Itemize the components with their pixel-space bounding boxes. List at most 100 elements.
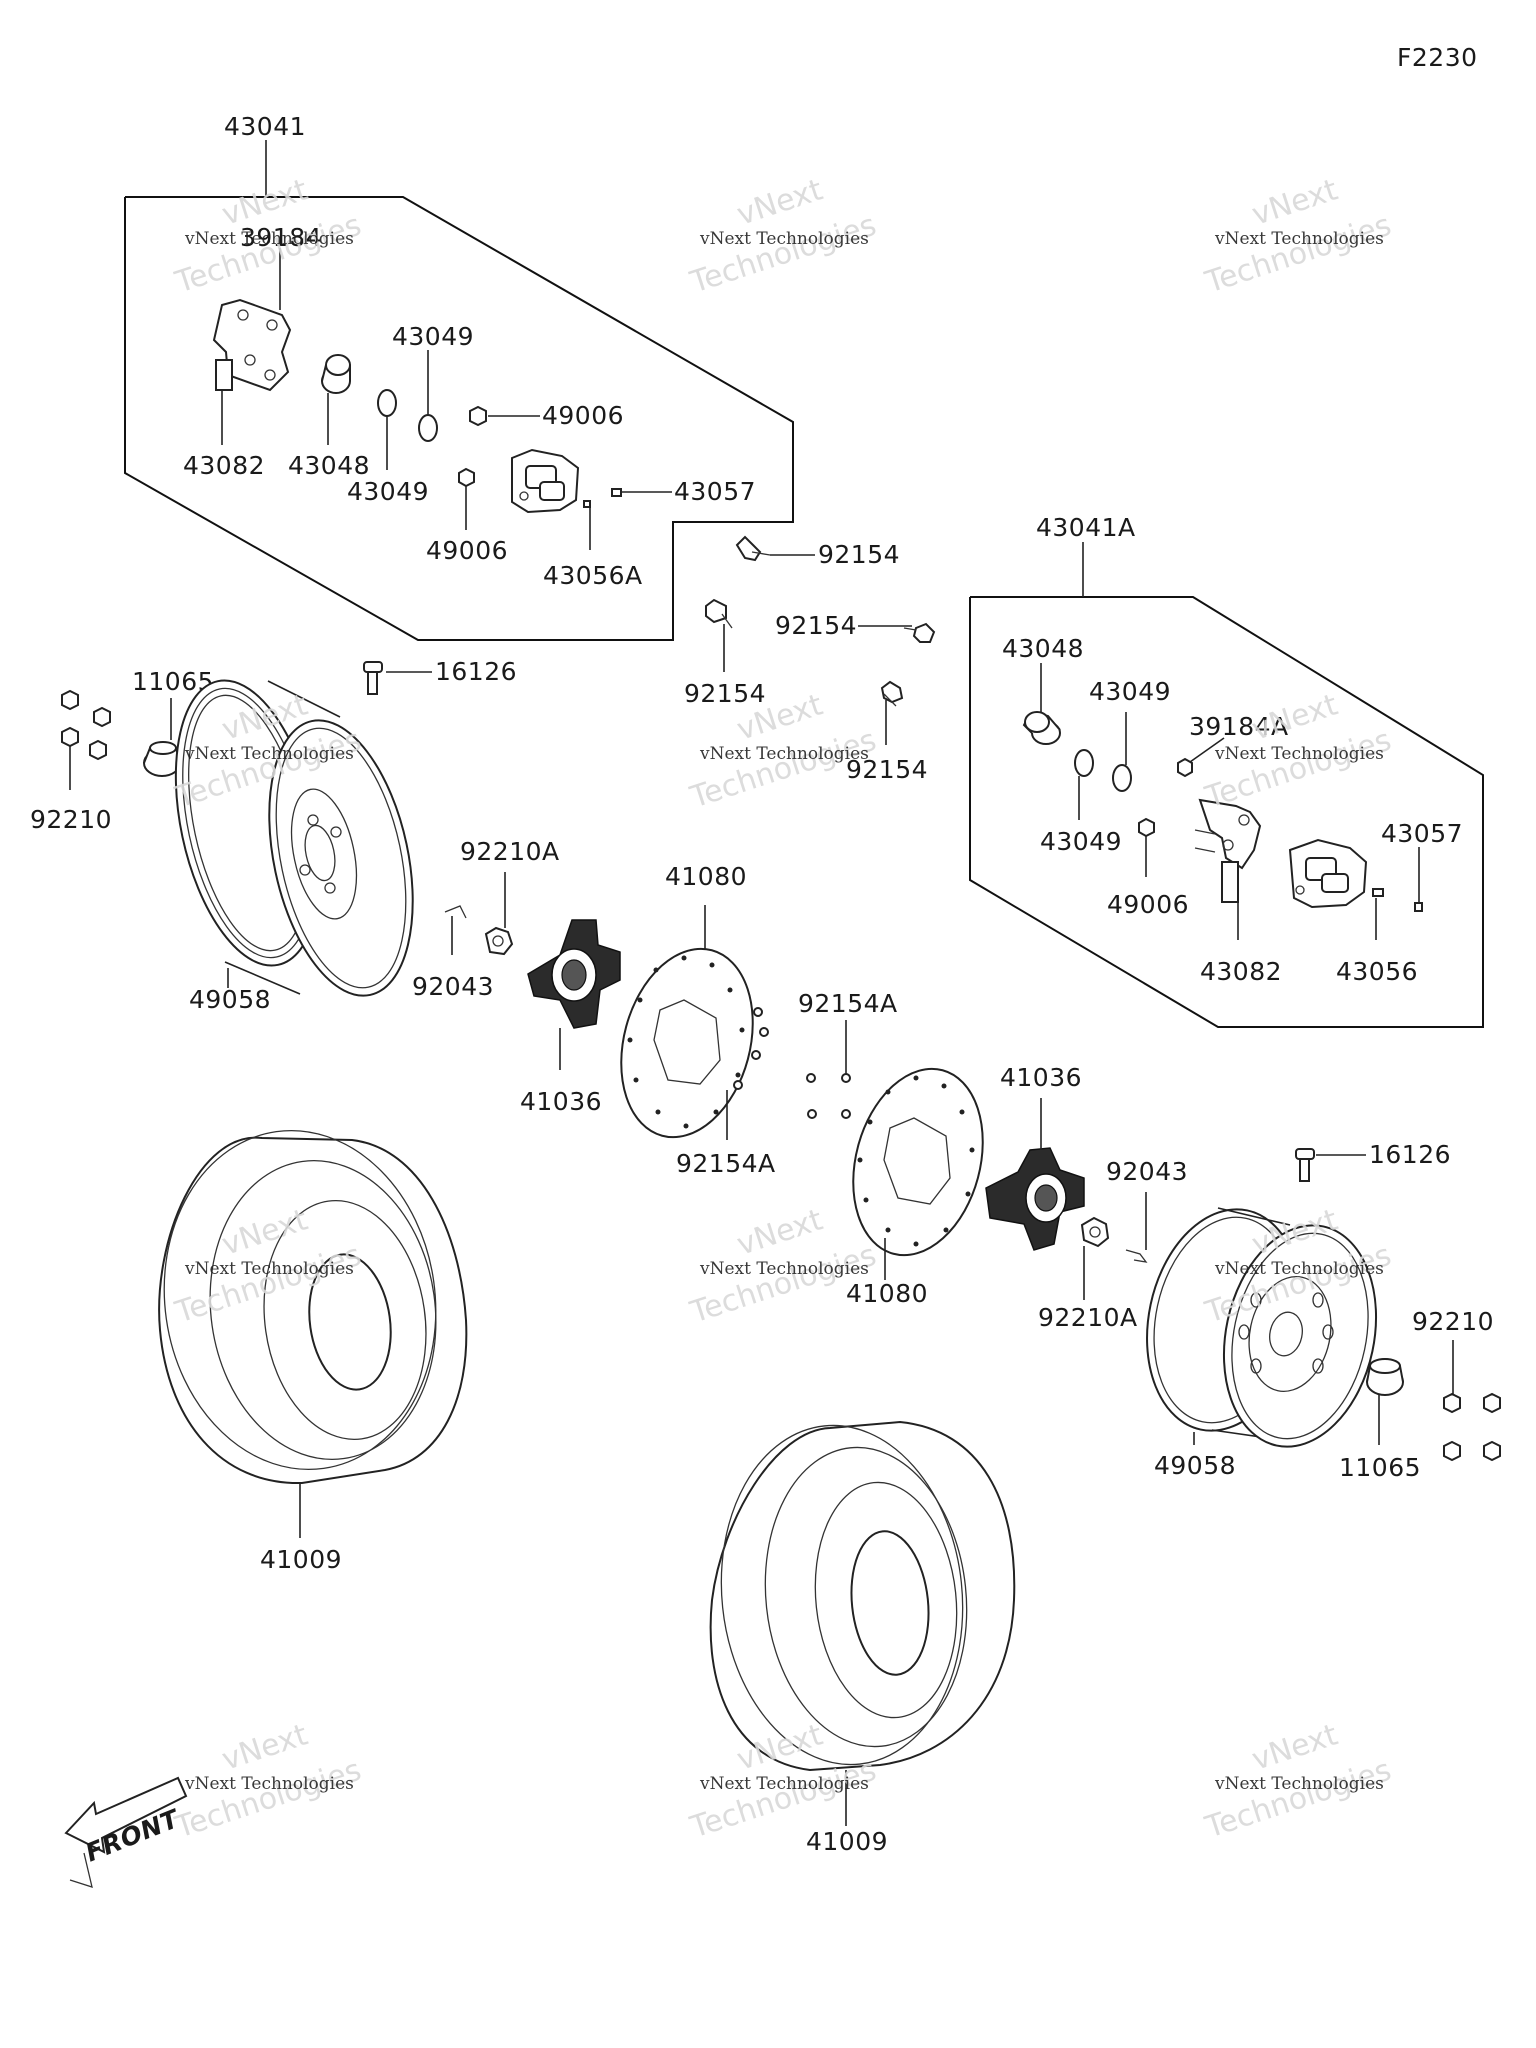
label-seal-b-left: 43049	[347, 477, 429, 506]
disc-bolts-right[interactable]	[806, 1073, 851, 1119]
label-cotter-right: 92043	[1106, 1157, 1188, 1186]
nut-left-a[interactable]	[469, 405, 487, 427]
hub-cap-left[interactable]	[143, 741, 181, 777]
svg-text:vNext Technologies: vNext Technologies	[1214, 744, 1384, 764]
svg-text:vNext Technologies: vNext Technologies	[184, 1259, 354, 1279]
label-tire-left: 41009	[260, 1545, 342, 1574]
label-hub-left: 41036	[520, 1087, 602, 1116]
label-hub-nut-left: 92210A	[460, 837, 560, 866]
label-bleeder-left: 43057	[674, 477, 756, 506]
nut-left-b[interactable]	[458, 467, 475, 488]
svg-text:Technologies: Technologies	[685, 208, 880, 301]
label-cotter-left: 92043	[412, 972, 494, 1001]
rim-right[interactable]	[1127, 1195, 1395, 1461]
caliper-kit-left: 43041 39184 43082 43048 43049 43049 49	[124, 112, 794, 641]
cotter-pin-left[interactable]	[444, 905, 467, 919]
hub-nut-right[interactable]	[1080, 1216, 1110, 1248]
svg-text:vNext Technologies: vNext Technologies	[699, 1259, 869, 1279]
label-disc-bolts-right: 92154A	[798, 989, 898, 1018]
disc-bolts-left[interactable]	[733, 1007, 769, 1090]
hub-cap-right[interactable]	[1366, 1358, 1404, 1396]
label-bracket-left: 39184	[240, 223, 322, 252]
svg-text:Technologies: Technologies	[170, 208, 365, 301]
hub-nut-left[interactable]	[484, 926, 514, 956]
svg-text:vNext Technologies: vNext Technologies	[699, 744, 869, 764]
caliper-body-right[interactable]	[1288, 838, 1368, 909]
svg-text:vNext: vNext	[1248, 1717, 1342, 1777]
label-kit-right: 43041A	[1036, 513, 1136, 542]
svg-text:vNext: vNext	[218, 1717, 312, 1777]
cotter-pin-right[interactable]	[1125, 1249, 1148, 1263]
label-hub-right: 41036	[1000, 1063, 1082, 1092]
nut-right[interactable]	[1138, 817, 1155, 838]
label-bolt-2: 92154	[684, 679, 766, 708]
svg-text:vNext: vNext	[1248, 172, 1342, 232]
seal-left-b[interactable]	[418, 414, 438, 442]
label-disc-left: 41080	[665, 862, 747, 891]
pad-holder-right[interactable]	[1194, 798, 1262, 903]
caliper-piston-right[interactable]	[1022, 711, 1061, 745]
wheel-hub-left[interactable]	[527, 919, 621, 1029]
caliper-body-left[interactable]	[511, 448, 580, 514]
label-seal-a-left: 43049	[392, 322, 474, 351]
svg-text:vNext Technologies: vNext Technologies	[184, 744, 354, 764]
figure-code: F2230	[1397, 43, 1478, 72]
label-nut-b-left: 49006	[426, 536, 508, 565]
svg-text:vNext: vNext	[733, 172, 827, 232]
valve-stem-right[interactable]	[1295, 1148, 1315, 1182]
label-seal-b-right: 43049	[1040, 827, 1122, 856]
label-wheel-nuts-left: 92210	[30, 805, 112, 834]
svg-text:vNext Technologies: vNext Technologies	[699, 229, 869, 249]
svg-text:vNext Technologies: vNext Technologies	[184, 1774, 354, 1794]
seal-right-a[interactable]	[1074, 749, 1094, 777]
label-piston-left: 43048	[288, 451, 370, 480]
svg-text:vNext Technologies: vNext Technologies	[699, 1774, 869, 1794]
bracket-stud-right[interactable]	[1177, 757, 1193, 778]
rim-left[interactable]	[152, 667, 435, 1009]
brake-disc-right[interactable]	[834, 1054, 1003, 1270]
tire-left[interactable]	[143, 1113, 468, 1487]
label-nut-right: 49006	[1107, 890, 1189, 919]
svg-text:vNext: vNext	[733, 1202, 827, 1262]
label-kit-left: 43041	[224, 112, 306, 141]
label-seal-a-right: 43049	[1089, 677, 1171, 706]
label-valve-right: 16126	[1369, 1140, 1451, 1169]
bolt-92154-3[interactable]	[903, 622, 936, 643]
label-pin-right: 43056	[1336, 957, 1418, 986]
label-cap-right: 11065	[1339, 1453, 1421, 1482]
label-wheel-nuts-right: 92210	[1412, 1307, 1494, 1336]
label-pin-left: 43056A	[543, 561, 643, 590]
brake-disc-left[interactable]	[601, 934, 772, 1152]
svg-text:Technologies: Technologies	[1200, 208, 1395, 301]
label-piston-right: 43048	[1002, 634, 1084, 663]
wheel-nuts-left[interactable]	[61, 689, 111, 761]
bolt-92154-1[interactable]	[735, 535, 771, 562]
wheel-nuts-right[interactable]	[1443, 1392, 1501, 1462]
seal-left-a[interactable]	[377, 389, 397, 417]
label-bleeder-right: 43057	[1381, 819, 1463, 848]
caliper-piston-left[interactable]	[321, 354, 351, 394]
caliper-kit-right: 43041A 43048 43049 43049 39184A 49006	[969, 513, 1484, 1028]
label-rim-left: 49058	[189, 985, 271, 1014]
pin-left[interactable]	[583, 500, 591, 508]
svg-text:vNext Technologies: vNext Technologies	[1214, 229, 1384, 249]
tire-right[interactable]	[705, 1413, 1016, 1776]
bolt-92154-2[interactable]	[705, 598, 733, 629]
label-tire-right: 41009	[806, 1827, 888, 1856]
bolt-92154-4[interactable]	[880, 680, 904, 707]
bleeder-right[interactable]	[1414, 902, 1423, 912]
seal-right-b[interactable]	[1112, 764, 1132, 792]
label-bolt-1: 92154	[818, 540, 900, 569]
valve-stem-left[interactable]	[363, 661, 383, 695]
pin-right[interactable]	[1372, 888, 1384, 897]
label-hub-nut-right: 92210A	[1038, 1303, 1138, 1332]
front-arrow-icon: FRONT	[64, 1776, 188, 1888]
svg-text:vNext Technologies: vNext Technologies	[184, 229, 354, 249]
svg-text:vNext Technologies: vNext Technologies	[1214, 1774, 1384, 1794]
wheel-hub-right[interactable]	[985, 1147, 1085, 1251]
label-disc-bolts-left: 92154A	[676, 1149, 776, 1178]
bleeder-left[interactable]	[611, 488, 622, 497]
caliper-bracket-left[interactable]	[212, 298, 292, 392]
label-nut-a-left: 49006	[542, 401, 624, 430]
